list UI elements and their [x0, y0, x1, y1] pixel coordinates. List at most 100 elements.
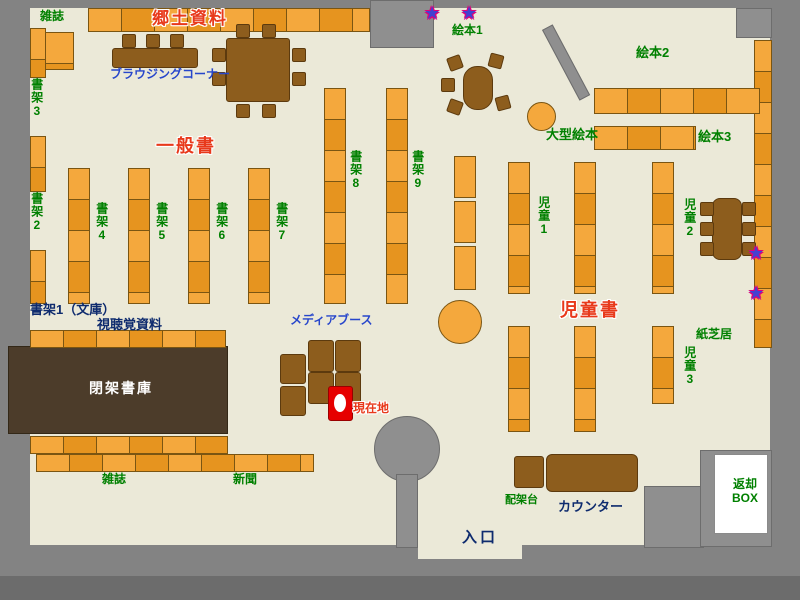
bookshelf-newspapers [36, 454, 314, 472]
label-children-1: 児童1 [536, 196, 551, 237]
label-return-box: 返却BOX [731, 477, 758, 505]
chair [212, 72, 226, 86]
browsing-table-2 [226, 38, 290, 102]
label-entrance: 入口 [462, 529, 499, 546]
bookshelf-stack-d [248, 168, 270, 304]
label-shelf-2: 書架2 [29, 192, 44, 233]
label-children-3: 児童3 [682, 346, 697, 387]
chair [700, 242, 714, 256]
outer-bottom-strip [0, 576, 800, 600]
label-newspapers: 新聞 [233, 472, 258, 486]
chair [441, 78, 455, 92]
media-booth-table [280, 386, 306, 416]
bookshelf-picture-books-3 [594, 126, 696, 150]
label-shelving-stand: 配架台 [505, 494, 538, 506]
bookshelf-stack-9 [386, 88, 408, 304]
chair [146, 34, 160, 48]
label-large-picture-books: 大型絵本 [546, 127, 599, 142]
wall-entrance-left [396, 474, 418, 548]
bookshelf-magazines-bottom [30, 436, 228, 454]
label-shelf-1-bunko: 書架1（文庫） [30, 302, 116, 317]
chair [262, 24, 276, 38]
label-local-materials: 郷土資料 [152, 9, 228, 28]
chair [292, 48, 306, 62]
label-children-books: 児童書 [560, 300, 620, 320]
bookshelf-block-1 [454, 156, 476, 198]
chair [700, 222, 714, 236]
label-media-booth: メディアブース [290, 313, 373, 327]
chair [292, 72, 306, 86]
chair [236, 104, 250, 118]
label-picture-books-3: 絵本3 [698, 129, 732, 144]
label-browsing-corner: ブラウジングコーナー [110, 67, 231, 81]
bookshelf-children-3a [508, 326, 530, 432]
bookshelf-wall-left-1 [30, 28, 46, 78]
bookshelf-children-2 [652, 162, 674, 294]
chair [700, 202, 714, 216]
bookshelf-stack-c [188, 168, 210, 304]
label-audio-visual: 視聴覚資料 [97, 317, 163, 332]
media-booth-table [280, 354, 306, 384]
label-shelf-7: 書架7 [274, 202, 289, 243]
bookshelf-wall-right [754, 40, 772, 348]
label-magazines-top: 雑誌 [40, 9, 65, 23]
label-general-books: 一般書 [156, 136, 216, 156]
bookshelf-block-2 [454, 201, 476, 243]
story-bench [463, 66, 493, 110]
bookshelf-local-materials [88, 8, 370, 32]
bookshelf-block-3 [454, 246, 476, 290]
bookshelf-picture-books-2 [594, 88, 760, 114]
media-booth-table [335, 340, 361, 372]
wall-counter-side [644, 486, 704, 548]
chair [122, 34, 136, 48]
label-current-location: 現在地 [353, 401, 390, 415]
label-picture-books-2: 絵本2 [636, 45, 670, 60]
bookshelf-children-1b [574, 162, 596, 294]
bookshelf-stack-b [128, 168, 150, 304]
label-shelf-3: 書架3 [29, 78, 44, 119]
chair [742, 222, 756, 236]
bookshelf-wall-left-2 [30, 136, 46, 192]
label-magazines-bottom: 雑誌 [102, 472, 127, 486]
browsing-table-1 [112, 48, 198, 68]
label-counter: カウンター [558, 499, 624, 514]
bookshelf-wall-left-3 [30, 250, 46, 304]
bookshelf-children-3c [652, 326, 674, 404]
chair [742, 242, 756, 256]
star-icon: ★ [748, 243, 765, 263]
current-location-dot [334, 394, 346, 412]
bookshelf-stack-8 [324, 88, 346, 304]
pillar-top [370, 0, 434, 48]
pillar-center [374, 416, 440, 482]
counter-desk [546, 454, 638, 492]
bookshelf-children-1a [508, 162, 530, 294]
star-icon: ★ [424, 3, 441, 23]
chair [170, 34, 184, 48]
chair [212, 48, 226, 62]
star-icon: ★ [461, 3, 478, 23]
wall-top-right [736, 8, 772, 38]
round-table [438, 300, 482, 344]
label-picture-books-1: 絵本1 [452, 23, 483, 37]
bookshelf-stack-a [68, 168, 90, 304]
large-picture-books-table [527, 102, 556, 131]
bookshelf-children-3b [574, 326, 596, 432]
label-closed-stacks: 閉架書庫 [89, 380, 153, 396]
chair [236, 24, 250, 38]
label-shelf-8: 書架8 [348, 150, 363, 191]
entrance-opening [418, 545, 522, 559]
current-location-marker [328, 386, 353, 421]
label-shelf-4: 書架4 [94, 202, 109, 243]
label-shelf-5: 書架5 [154, 202, 169, 243]
label-kamishibai: 紙芝居 [696, 327, 733, 341]
children-table [712, 198, 742, 260]
return-box-room [714, 454, 768, 534]
label-shelf-6: 書架6 [214, 202, 229, 243]
bookshelf-audio-visual [30, 330, 226, 348]
star-icon: ★ [748, 283, 765, 303]
chair [742, 202, 756, 216]
bookshelf-magazines-top [44, 32, 74, 70]
label-children-2: 児童2 [682, 198, 697, 239]
shelving-stand-desk [514, 456, 544, 488]
